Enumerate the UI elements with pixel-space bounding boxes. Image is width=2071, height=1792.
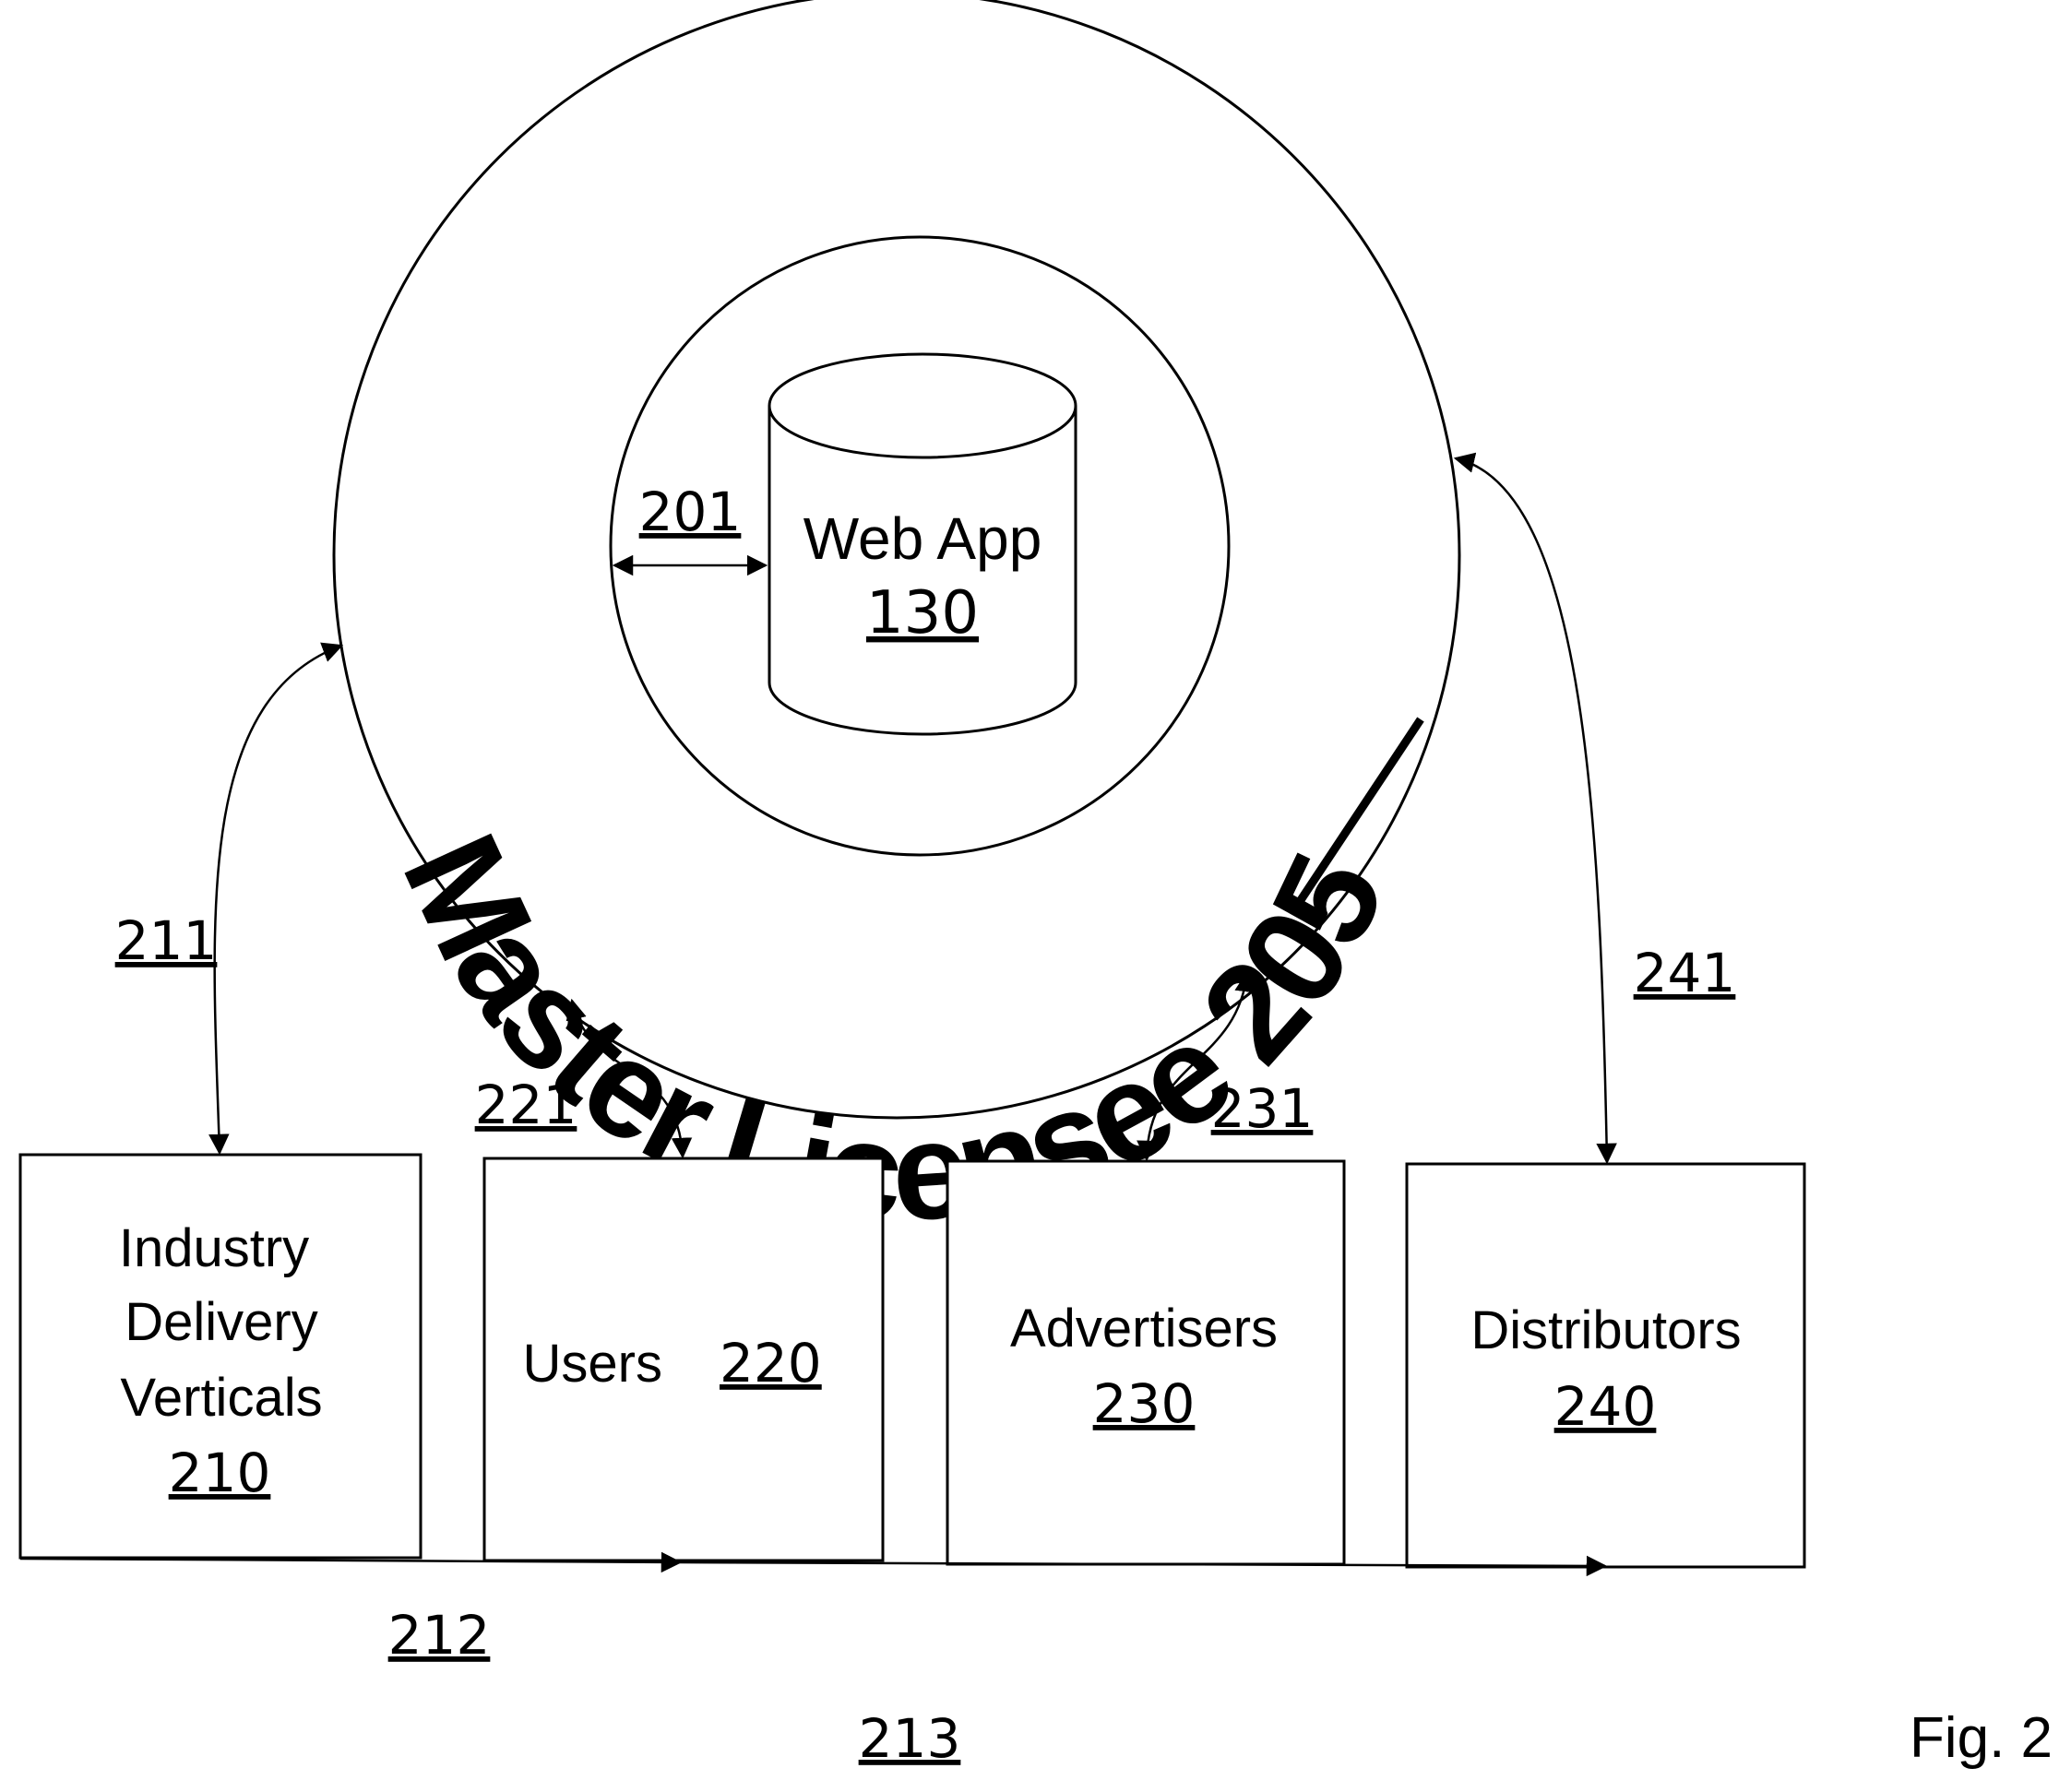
box-230-label: Advertisers bbox=[1010, 1299, 1278, 1359]
web-app-ref: 130 bbox=[866, 579, 979, 647]
box-210-line-2: Delivery bbox=[125, 1292, 318, 1352]
connector-241-label: 241 bbox=[1634, 942, 1736, 1004]
box-advertisers: Advertisers 230 bbox=[947, 1161, 1344, 1564]
box-230-ref: 230 bbox=[1093, 1372, 1196, 1435]
box-240-label: Distributors bbox=[1470, 1300, 1741, 1360]
connector-201-label: 201 bbox=[639, 481, 742, 543]
connector-221-label: 221 bbox=[475, 1074, 577, 1136]
connector-241-arrow bbox=[1456, 458, 1607, 1162]
web-app-title: Web App bbox=[803, 505, 1042, 572]
box-210-ref: 210 bbox=[169, 1442, 271, 1504]
box-220-label: Users bbox=[523, 1334, 662, 1394]
box-distributors: Distributors 240 bbox=[1407, 1164, 1804, 1567]
box-users: Users 220 bbox=[484, 1158, 883, 1561]
box-220-ref: 220 bbox=[720, 1332, 822, 1394]
box-210-line-3: Verticals bbox=[120, 1368, 322, 1428]
box-industry-delivery-verticals: Industry Delivery Verticals 210 bbox=[20, 1155, 421, 1558]
connector-231-label: 231 bbox=[1211, 1077, 1314, 1140]
connector-213-label: 213 bbox=[859, 1707, 961, 1770]
figure-label: Fig. 2 bbox=[1910, 1706, 2053, 1770]
connector-211-label: 211 bbox=[115, 909, 218, 972]
connector-211-arrow bbox=[215, 646, 341, 1153]
connector-212-label: 212 bbox=[388, 1604, 491, 1667]
box-240-ref: 240 bbox=[1554, 1375, 1657, 1438]
box-210-line-1: Industry bbox=[119, 1218, 309, 1278]
